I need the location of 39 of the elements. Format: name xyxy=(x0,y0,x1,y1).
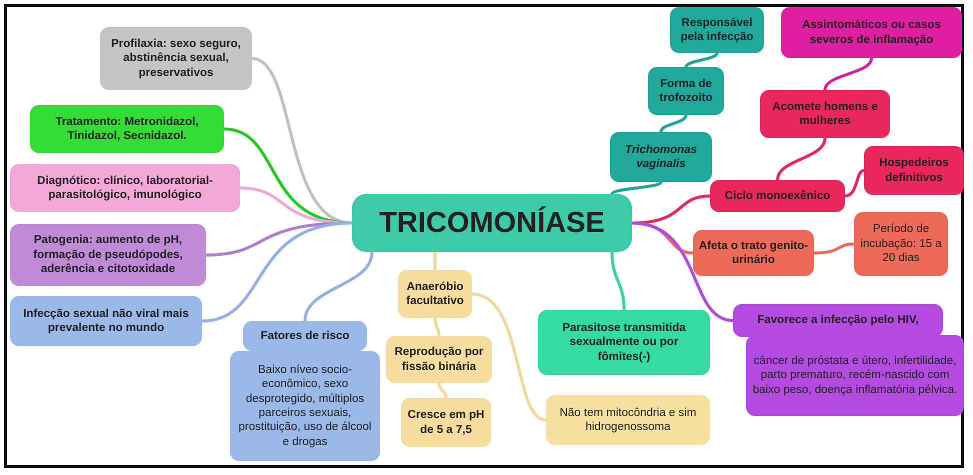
topic-box: Cresce em pH de 5 a 7,5 xyxy=(401,398,491,447)
connector-line xyxy=(610,250,626,312)
connector-line xyxy=(684,52,718,68)
connector-line xyxy=(200,222,354,322)
topic-body-box: câncer de próstata e útero, infertilidade, parto prematuro, recém-nascido com baixo peso, doença inflamatória pélvica. xyxy=(746,335,964,416)
connector-line xyxy=(438,382,448,400)
topic-heading-box: Favorece a infecção pelo HIV, xyxy=(733,304,943,337)
topic-box: Não tem mitocôndria e sim hidrogenossoma xyxy=(546,395,710,445)
topic-box: Ciclo monoexênico xyxy=(710,180,845,212)
connector-line xyxy=(812,242,856,254)
connector-line xyxy=(434,316,440,338)
topic-box: Trichomonas vaginalis xyxy=(610,132,712,182)
topic-box: Reprodução por fissão binária xyxy=(386,336,492,383)
topic-box: Hospedeiros definitivos xyxy=(864,146,964,195)
connector-line xyxy=(304,250,374,322)
connector-line xyxy=(824,56,873,92)
topic-box: Período de incubação: 15 a 20 dias xyxy=(854,212,948,276)
connector-line xyxy=(434,250,436,272)
topic-box: Assintomáticos ou casos severos de inflamação xyxy=(781,7,962,58)
topic-heading-box: Fatores de risco xyxy=(243,321,367,351)
connector-line xyxy=(844,169,866,198)
topic-box: Infecção sexual não viral mais prevalente no mundo xyxy=(10,296,202,346)
topic-body-box: Baixo níveo socio-econômico, sexo desprotegido, múltiplos parceiros sexuais, prostituição, uso de álcool e drogas xyxy=(230,351,380,461)
central-topic-box: TRICOMONÍASE xyxy=(352,194,632,252)
connector-line xyxy=(660,114,688,134)
topic-box: Profilaxia: sexo seguro, abstinência sexual, preservativos xyxy=(100,27,252,90)
topic-box: Responsável pela infecção xyxy=(670,7,764,53)
connector-line xyxy=(610,180,662,196)
topic-box: Afeta o trato genito-urinário xyxy=(693,230,814,276)
topic-box: Parasitose transmitida sexualmente ou por fômites(-) xyxy=(538,310,710,375)
topic-box: Anaeróbio facultativo xyxy=(398,270,472,318)
topic-box: Diagnótico: clínico, laboratorial-parasitológico, imunológico xyxy=(10,164,240,212)
connector-line xyxy=(776,136,826,182)
connector-line xyxy=(630,222,734,322)
topic-box: Forma de trofozoito xyxy=(648,67,724,115)
topic-box: Acomete homens e mulheres xyxy=(760,90,890,138)
topic-box: Patogenia: aumento de pH, formação de pseudópodes, aderência e citotoxidade xyxy=(10,224,206,286)
topic-box: Tratamento: Metronidazol, Tinidazol, Secnidazol. xyxy=(30,105,224,153)
connector-line xyxy=(470,292,548,422)
